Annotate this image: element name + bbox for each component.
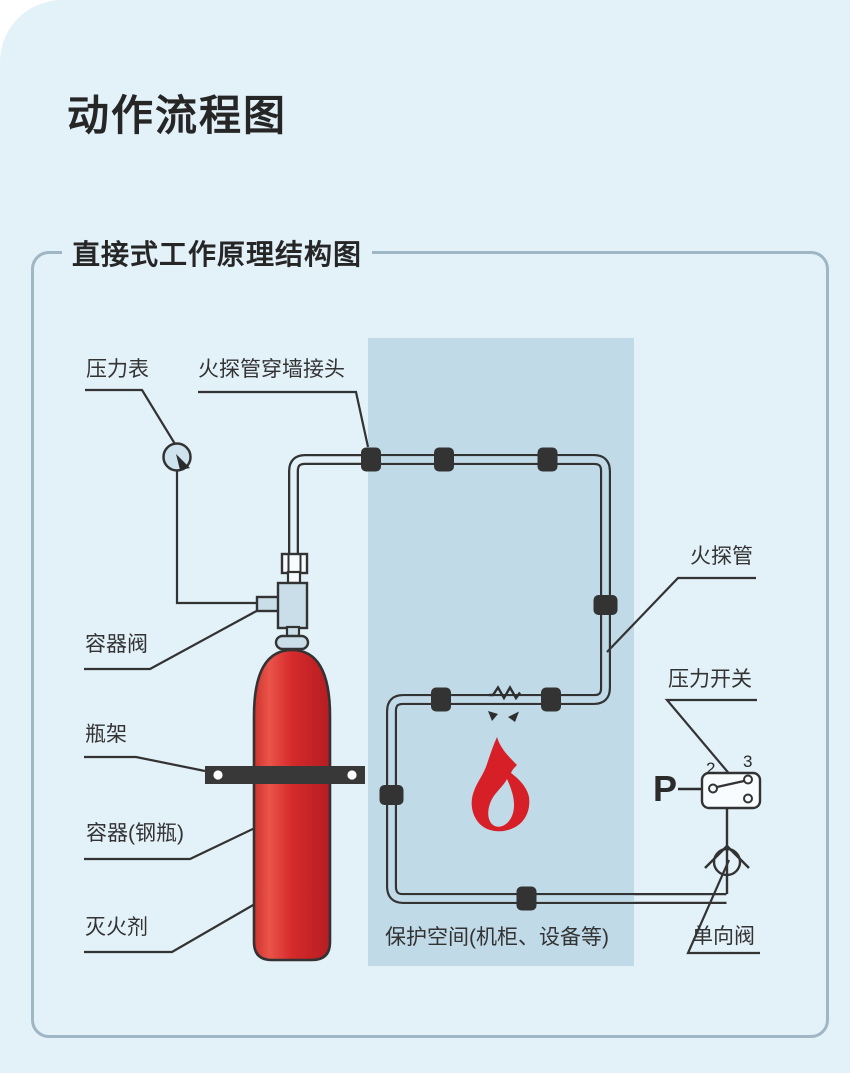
- bottle-rack-label: 瓶架: [85, 723, 127, 746]
- tube-clip-icon: [379, 785, 404, 805]
- leader-pressure-switch: [664, 698, 757, 784]
- leader-container: [84, 826, 258, 861]
- pressure-switch-icon: [678, 771, 762, 894]
- wall-connector-label: 火探管穿墙接头: [198, 358, 345, 381]
- leader-detection-tube: [606, 576, 756, 653]
- wall-connector-clip: [361, 447, 381, 472]
- detection-tube-label: 火探管: [690, 545, 753, 568]
- container-valve-icon: [255, 552, 310, 651]
- check-valve-label: 单向阀: [692, 925, 755, 948]
- pressure-gauge-icon: [162, 442, 192, 472]
- tube-clip-icon: [593, 595, 618, 615]
- leader-lines: [84, 388, 760, 955]
- tube-clip-icon: [541, 687, 561, 712]
- container-valve-label: 容器阀: [85, 633, 148, 656]
- fire-detection-tube-pipe: [288, 454, 727, 904]
- protected-space-region: [368, 338, 634, 966]
- flame-icon: [471, 737, 530, 832]
- leader-wall-connector: [198, 390, 370, 448]
- tube-clips: [361, 447, 618, 911]
- leader-check-valve: [686, 859, 760, 955]
- page-title: 动作流程图: [67, 92, 288, 139]
- leader-container-valve: [84, 607, 263, 671]
- section-title: 直接式工作原理结构图: [62, 233, 373, 273]
- tube-clip-icon: [431, 687, 451, 712]
- tube-clip-icon: [434, 447, 454, 472]
- bottle-bracket-icon: [205, 766, 365, 784]
- leader-agent: [84, 896, 268, 954]
- gauge-connection-line: [175, 469, 258, 605]
- pressure-gauge-label: 压力表: [86, 358, 149, 381]
- agent-label: 灭火剂: [85, 916, 148, 939]
- terminal-3-label: 3: [743, 752, 753, 771]
- terminal-2-label: 2: [706, 759, 716, 778]
- check-valve-icon: [704, 844, 750, 877]
- tube-clip-icon: [537, 447, 558, 472]
- pressure-switch-label: 压力开关: [668, 668, 752, 691]
- leader-bottle-rack: [84, 755, 206, 773]
- container-label: 容器(钢瓶): [86, 822, 184, 845]
- leader-pressure-gauge: [85, 388, 176, 445]
- protected-space-label: 保护空间(机柜、设备等): [385, 926, 609, 949]
- p-port-label: P: [653, 768, 678, 809]
- principle-diagram-panel: [31, 251, 829, 1038]
- cylinder-icon: [252, 648, 332, 962]
- tube-break-icon: [488, 685, 521, 722]
- tube-clip-icon: [516, 886, 537, 911]
